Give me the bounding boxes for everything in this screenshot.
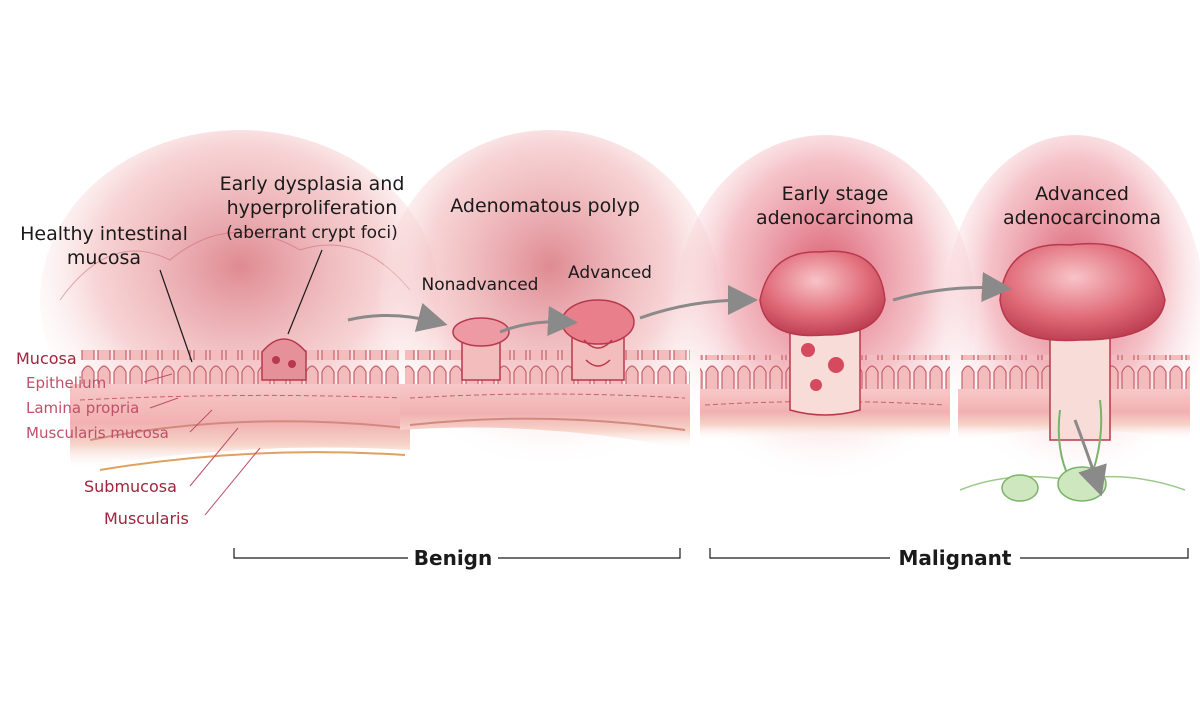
advanced-polyp <box>562 300 634 380</box>
label-muscularis-mucosa: Muscularis mucosa <box>26 424 169 442</box>
label-dysplasia-line1: Early dysplasia and <box>220 173 405 195</box>
label-advanced-adeno-line2: adenocarcinoma <box>1003 207 1161 229</box>
label-epithelium: Epithelium <box>26 374 106 392</box>
bracket-label-malignant: Malignant <box>899 546 1012 570</box>
label-early-adeno-line1: Early stage <box>782 183 889 205</box>
label-dysplasia-line3: (aberrant crypt foci) <box>226 223 398 243</box>
label-healthy-line1: Healthy intestinal <box>20 223 188 245</box>
label-advanced: Advanced <box>568 263 652 283</box>
panel-polyp <box>380 130 720 470</box>
label-dysplasia-line2: hyperproliferation <box>227 197 398 219</box>
nonadvanced-polyp <box>453 318 509 380</box>
bracket-malignant: Malignant <box>710 546 1188 570</box>
label-early-adeno-line2: adenocarcinoma <box>756 207 914 229</box>
label-muscularis: Muscularis <box>104 509 189 528</box>
aberrant-crypt-focus <box>262 339 306 380</box>
label-mucosa: Mucosa <box>16 349 77 368</box>
label-advanced-adeno-line1: Advanced <box>1035 183 1129 205</box>
label-lamina-propria: Lamina propria <box>26 399 139 417</box>
label-nonadvanced: Nonadvanced <box>422 275 539 295</box>
label-healthy-line2: mucosa <box>67 247 141 269</box>
label-submucosa: Submucosa <box>84 477 177 496</box>
label-polyp-title: Adenomatous polyp <box>450 195 640 217</box>
bracket-benign: Benign <box>234 546 680 570</box>
bracket-label-benign: Benign <box>414 546 492 570</box>
